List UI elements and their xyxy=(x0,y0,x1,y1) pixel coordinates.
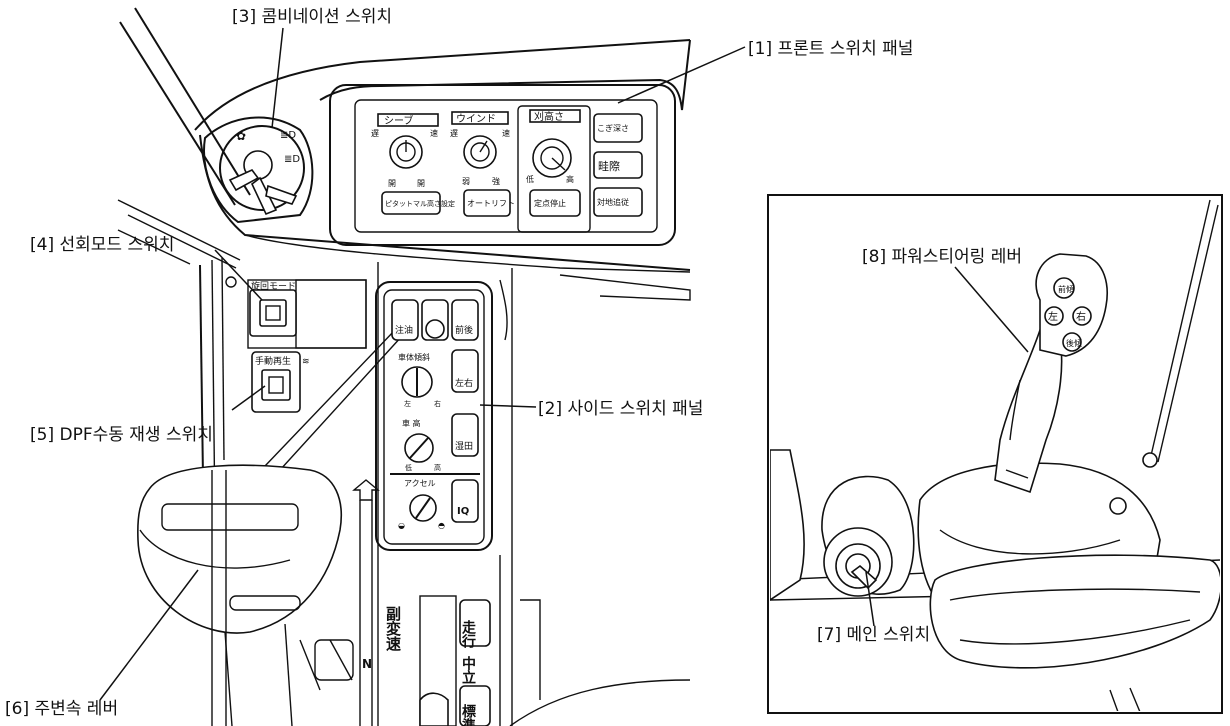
kesa-button[interactable] xyxy=(593,151,643,179)
mark-fast: 速 xyxy=(430,129,438,138)
label-turn-mode-switch: [4] 선회모드 스위치 xyxy=(30,235,174,255)
mark-open-right: 開 xyxy=(417,179,425,188)
main-shift-lever[interactable] xyxy=(137,464,354,726)
height-high: 高 xyxy=(434,463,441,472)
fb-label: 前後 xyxy=(455,324,473,336)
tilt-right: 右 xyxy=(434,399,441,408)
accel-label: アクセル xyxy=(404,479,436,488)
mark-slow: 遅 xyxy=(371,129,379,138)
front-tilt-label: 前傾 xyxy=(1058,284,1074,294)
mark-strong: 強 xyxy=(492,176,500,186)
mark-fast-wind: 速 xyxy=(502,129,510,138)
auto-lift-button[interactable] xyxy=(463,189,511,217)
taichi-label: 対地追従 xyxy=(597,197,629,207)
subshift-lever-grip[interactable] xyxy=(419,692,449,726)
height-low: 低 xyxy=(405,463,412,472)
koki-label: こぎ深さ xyxy=(597,123,629,133)
gear-icon: ✿ xyxy=(236,129,246,143)
mark-low: 低 xyxy=(526,174,534,184)
turtle-icon: ◒ xyxy=(398,521,405,530)
label-combination-switch: [3] 콤비네이션 스위치 xyxy=(232,7,392,27)
neutral-label: 中立 xyxy=(460,655,476,684)
front-tilt-button[interactable] xyxy=(1053,277,1075,299)
koki-depth-button[interactable] xyxy=(593,113,643,143)
dpf-switch-group: 手動再生 ≋ xyxy=(251,351,310,413)
dial-wind-label: ウインド xyxy=(456,113,496,125)
height-label: 車 高 xyxy=(402,418,421,428)
right-label: 右 xyxy=(1076,310,1086,323)
label-dpf-switch: [5] DPF수동 재생 스위치 xyxy=(30,425,213,445)
lr-label: 左右 xyxy=(455,377,473,389)
label-front-switch-panel: [1] 프론트 스위치 패널 xyxy=(748,39,913,59)
headlight-icon: ≣D xyxy=(280,130,296,141)
label-sub-shift-lever: [6] 주변속 레버 xyxy=(5,699,118,719)
sub-shift-gate: 副変速 走行 中立 標準 xyxy=(384,595,491,726)
tilt-label: 車体傾斜 xyxy=(398,352,430,362)
mark-slow-wind: 遅 xyxy=(450,129,458,138)
auto-lift-label: オートリフト xyxy=(467,199,515,208)
turn-mode-label: 旋回モード xyxy=(251,280,296,292)
inset-panel: 前傾 左 右 後傾 xyxy=(767,194,1223,714)
subshift-label: 副変速 xyxy=(384,606,402,652)
wet-label: 湿田 xyxy=(455,441,473,452)
worklight-icon: ≣D xyxy=(284,154,300,165)
rear-tilt-button[interactable] xyxy=(1062,332,1082,352)
oil-button[interactable] xyxy=(391,299,419,341)
label-power-steering-lever: [8] 파워스티어링 레버 xyxy=(862,247,1022,267)
callout-labels: [1] 프론트 스위치 패널 [2] 사이드 스위치 패널 [3] 콤비네이션 … xyxy=(5,7,1022,719)
oil-label: 注油 xyxy=(395,324,413,336)
turn-mode-switch-group: 旋回モード xyxy=(225,276,367,349)
label-main-switch: [7] 메인 스위치 xyxy=(817,625,930,645)
front-panel-bezel xyxy=(329,84,676,246)
wet-field-button[interactable] xyxy=(451,413,479,457)
power-steering-lever[interactable] xyxy=(994,328,1063,494)
cockpit-left-illustration: ✿ ≣D ≣D シーブ 遅 速 開 開 ウインド 遅 速 弱 xyxy=(117,7,691,726)
label-side-switch-panel: [2] 사이드 스위치 패널 xyxy=(538,399,703,419)
left-right-button[interactable] xyxy=(451,349,479,393)
travel-label: 走行 xyxy=(460,620,477,649)
taichi-follow-button[interactable] xyxy=(593,187,643,217)
mark-weak: 弱 xyxy=(462,177,470,186)
right-button[interactable] xyxy=(1072,306,1092,326)
armrest xyxy=(929,554,1220,669)
dpf-label: 手動再生 xyxy=(255,355,291,367)
dial-sheave-label: シーブ xyxy=(384,114,413,127)
standard-label: 標準 xyxy=(460,703,476,726)
pittamaru-label: ピタットマル高さ設定 xyxy=(385,199,455,208)
dial-height-label: 刈高さ xyxy=(534,110,564,123)
front-back-button[interactable] xyxy=(451,299,479,341)
iq-label: IQ xyxy=(457,506,469,517)
side-switch-panel: 注油 前後 車体傾斜 左 右 左右 車 高 低 高 湿田 アクセル xyxy=(375,281,493,551)
inset-frame xyxy=(767,194,1223,714)
mark-open-left: 開 xyxy=(388,179,396,188)
combination-switch-ring xyxy=(219,125,305,211)
kesa-label: 畦際 xyxy=(598,160,620,173)
neutral-n-mark: N xyxy=(362,657,372,671)
dpf-icon: ≋ xyxy=(302,357,310,367)
fixed-stop-button[interactable] xyxy=(529,189,581,217)
front-switch-panel: シーブ 遅 速 開 開 ウインド 遅 速 弱 強 刈高さ 低 xyxy=(371,105,643,233)
left-label: 左 xyxy=(1048,310,1058,323)
left-button[interactable] xyxy=(1044,306,1064,326)
mark-high: 高 xyxy=(566,174,574,184)
rear-tilt-label: 後傾 xyxy=(1066,338,1082,348)
pittamaru-height-button[interactable] xyxy=(381,191,441,215)
leader-lines xyxy=(99,27,1029,701)
fixed-stop-label: 定点停止 xyxy=(534,198,566,208)
tilt-left: 左 xyxy=(404,399,411,408)
iq-button[interactable] xyxy=(451,479,479,523)
rabbit-icon: ◓ xyxy=(438,521,445,530)
